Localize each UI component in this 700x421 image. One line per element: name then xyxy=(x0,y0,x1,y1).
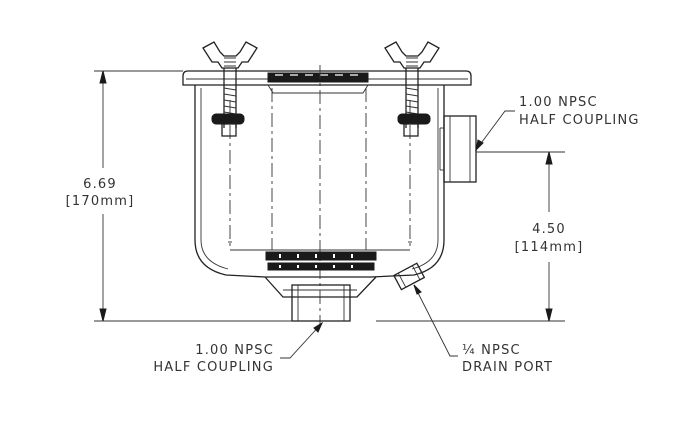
left-wing-nut-assembly xyxy=(202,41,258,137)
filter-element xyxy=(228,65,412,325)
side-coupling-size: 1.00 NPSC xyxy=(519,95,598,110)
bottom-half-coupling xyxy=(291,284,351,322)
bottom-coupling-type: HALF COUPLING xyxy=(153,360,274,375)
drain-port-type: DRAIN PORT xyxy=(462,360,553,375)
coupling-height-dimension xyxy=(376,151,565,322)
overall-height-inches: 6.69 xyxy=(83,177,117,192)
side-coupling-type: HALF COUPLING xyxy=(519,113,640,128)
bottom-coupling-size: 1.00 NPSC xyxy=(195,343,274,358)
leader-lines xyxy=(280,110,515,359)
drain-port xyxy=(393,262,426,291)
right-wing-nut-assembly xyxy=(384,41,440,137)
housing-body xyxy=(182,70,472,298)
side-half-coupling xyxy=(439,115,477,183)
overall-height-mm: [170mm] xyxy=(66,194,135,209)
overall-height-dimension xyxy=(94,70,292,322)
coupling-height-inches: 4.50 xyxy=(532,222,566,237)
drain-port-size: ¼ NPSC xyxy=(462,343,521,358)
coupling-height-mm: [114mm] xyxy=(515,240,584,255)
